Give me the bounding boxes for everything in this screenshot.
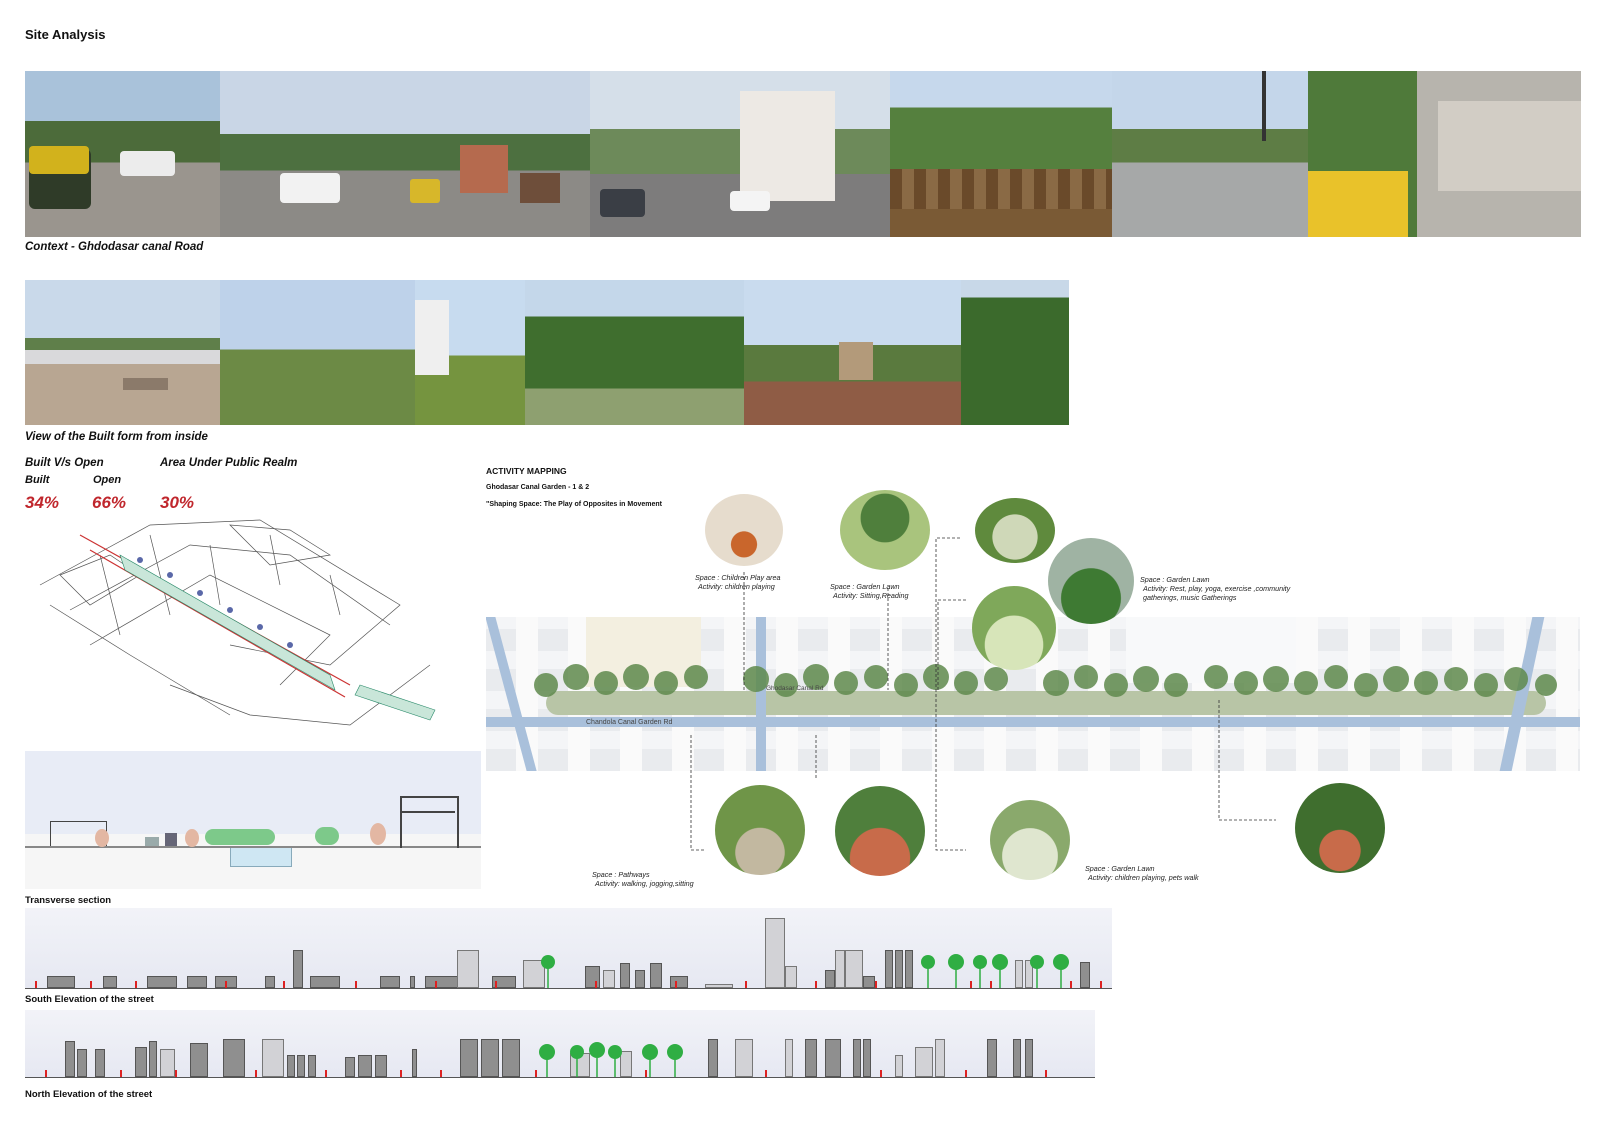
- south-elevation-drawing: [25, 908, 1112, 989]
- map-road-label-north: Ghodasar Canal Rd: [766, 685, 824, 692]
- note-space: Space : Garden Lawn: [830, 582, 900, 591]
- axonometric-sketch: [39, 519, 436, 726]
- activity-note-pathways: Space : Pathways Activity: walking, jogg…: [592, 870, 694, 888]
- activity-circle-community-gathering: [1048, 538, 1134, 624]
- note-space: Space : Pathways: [592, 870, 650, 879]
- activity-circle-lawn-pets: [990, 800, 1070, 880]
- activity-circle-garden-lawn-sitting: [840, 490, 930, 570]
- activity-mapping-subheading: Ghodasar Canal Garden - 1 & 2: [486, 484, 590, 491]
- transverse-section-caption: Transverse section: [25, 895, 112, 906]
- activity-circle-children-play: [705, 494, 783, 566]
- context-caption: Context - Ghdodasar canal Road: [25, 241, 204, 253]
- note-activity: Activity: Sitting,Reading: [833, 591, 909, 600]
- built-percentage: 34%: [25, 493, 60, 512]
- map-road-label-south: Chandola Canal Garden Rd: [586, 719, 673, 726]
- note-activity: Activity: Rest, play, yoga, exercise ,co…: [1143, 584, 1291, 602]
- activity-note-lawn-pets: Space : Garden Lawn Activity: children p…: [1085, 864, 1199, 882]
- leader-lines: [690, 537, 1276, 851]
- north-elevation-drawing: [25, 1010, 1095, 1078]
- photo-compound-wall: [1112, 71, 1308, 237]
- note-space: Space : Garden Lawn: [1085, 864, 1155, 873]
- activity-mapping-quote: "Shaping Space: The Play of Opposites in…: [486, 501, 663, 508]
- context-photo-strip: [25, 71, 1581, 237]
- photo-dense-greenery: [961, 280, 1069, 425]
- activity-circle-lawn-children: [1295, 783, 1385, 873]
- page-title: Site Analysis: [25, 27, 106, 42]
- open-label: Open: [93, 474, 122, 486]
- public-realm-label: Area Under Public Realm: [160, 457, 298, 469]
- south-elevation-caption: South Elevation of the street: [25, 994, 154, 1005]
- photo-bench-wall: [25, 280, 220, 425]
- note-space: Space : Children Play area: [695, 573, 781, 582]
- photo-junction-vehicles: [220, 71, 590, 237]
- activity-mapping-heading: ACTIVITY MAPPING: [486, 466, 567, 476]
- activity-note-children-play: Space : Children Play area Activity: chi…: [695, 573, 781, 591]
- photo-apartment-lawn: [415, 280, 525, 425]
- open-percentage: 66%: [92, 493, 127, 512]
- photo-pavilion-path: [744, 280, 961, 425]
- photo-open-lawn: [220, 280, 415, 425]
- activity-circle-pathway-sitting: [835, 786, 925, 876]
- activity-circle-music-gathering: [972, 586, 1056, 670]
- activity-note-community: Space : Garden Lawn Activity: Rest, play…: [1140, 575, 1300, 602]
- public-realm-percentage: 30%: [160, 493, 195, 512]
- photo-street-autorickshaw: [25, 71, 220, 237]
- built-form-photo-strip: [25, 280, 1069, 425]
- note-space: Space : Garden Lawn: [1140, 575, 1210, 584]
- activity-note-garden-lawn-sitting: Space : Garden Lawn Activity: Sitting,Re…: [830, 582, 909, 600]
- photo-tree-lined-walk: [525, 280, 744, 425]
- built-form-caption: View of the Built form from inside: [25, 431, 208, 443]
- note-activity: Activity: walking, jogging,sitting: [595, 879, 694, 888]
- note-activity: Activity: children playing: [698, 582, 775, 591]
- transverse-section-drawing: [25, 751, 481, 889]
- photo-stone-wall: [890, 71, 1112, 237]
- activity-circle-pathway: [715, 785, 805, 875]
- north-elevation-caption: North Elevation of the street: [25, 1089, 153, 1100]
- note-activity: Activity: children playing, pets walk: [1088, 873, 1199, 882]
- built-label: Built: [25, 474, 50, 486]
- photo-mural-street: [1308, 71, 1581, 237]
- built-vs-open-label: Built V/s Open: [25, 457, 104, 469]
- activity-circle-yoga-lawn: [975, 498, 1055, 563]
- photo-residential-street: [590, 71, 890, 237]
